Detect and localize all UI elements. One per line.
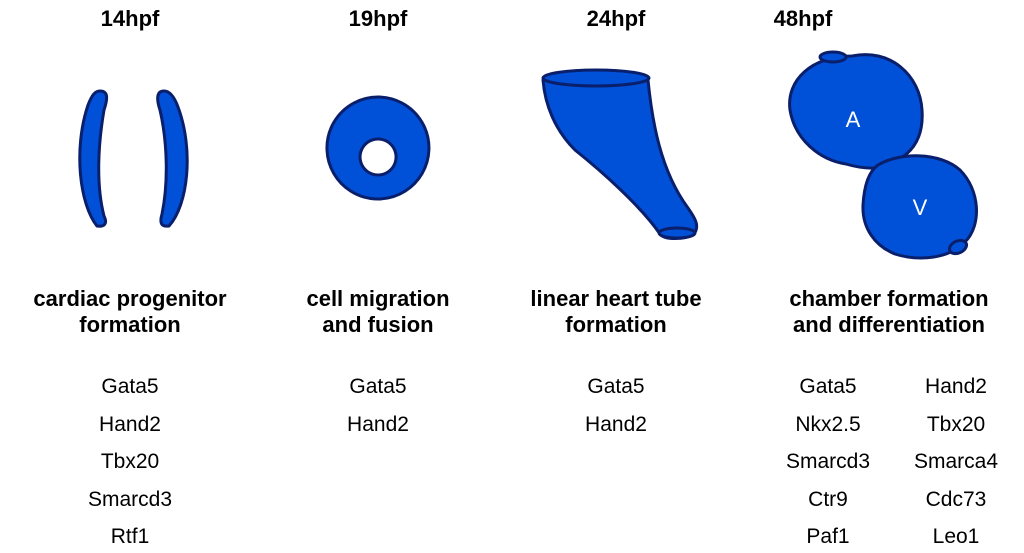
ventricle-chamber xyxy=(861,154,978,260)
gene-name: Tbx20 xyxy=(100,450,160,473)
ventricle-label: V xyxy=(913,195,928,220)
gene-name: Gata5 xyxy=(587,375,645,398)
gene-list-right: Hand2 Tbx20 Smarca4 Cdc73 Leo1 xyxy=(893,368,1019,553)
stage-time: 19hpf xyxy=(348,6,408,31)
stage-title: cell migration and fusion xyxy=(280,286,476,338)
stage-title: chamber formation and differentiation xyxy=(755,286,1023,338)
stage-title-line: linear heart tube xyxy=(530,286,702,311)
stage-title-line: formation xyxy=(79,312,181,337)
gene-name: Smarca4 xyxy=(913,450,999,473)
gene-name: Gata5 xyxy=(101,375,159,398)
stage-time: 24hpf xyxy=(586,6,646,31)
gene-list: Gata5 Hand2 xyxy=(498,368,734,443)
cardiac-disc-ring xyxy=(325,95,431,201)
ventricle-outflow xyxy=(947,238,969,256)
right-progenitor-field xyxy=(156,89,189,228)
gene-name: Gata5 xyxy=(799,375,857,398)
stage-title-line: chamber formation xyxy=(789,286,989,311)
tube-venous-pole xyxy=(541,68,651,88)
stage-24hpf: 24hpf linear heart tube formation Gata5 … xyxy=(498,0,734,553)
gene-list-left: Gata5 Nkx2.5 Smarcd3 Ctr9 Paf1 xyxy=(765,368,891,553)
gene-name: Tbx20 xyxy=(926,412,986,436)
tube-arterial-pole xyxy=(657,226,697,240)
gene-name: Gata5 xyxy=(349,375,407,398)
gene-name: Rtf1 xyxy=(110,525,150,548)
gene-name: Paf1 xyxy=(806,525,850,548)
stage-14hpf: 14hpf cardiac progenitor formation Gata5… xyxy=(0,0,260,553)
left-progenitor-field xyxy=(78,89,109,228)
atrium-chamber xyxy=(788,53,924,170)
stage-title-line: and differentiation xyxy=(793,312,985,337)
stage-title: cardiac progenitor formation xyxy=(0,286,260,338)
stage-title-line: and fusion xyxy=(322,312,434,337)
stage-19hpf: 19hpf cell migration and fusion Gata5 Ha… xyxy=(280,0,476,553)
atrium-inflow xyxy=(818,50,848,64)
gene-name: Ctr9 xyxy=(808,487,848,511)
gene-name: Hand2 xyxy=(585,412,647,436)
stage-time: 48hpf xyxy=(773,6,833,31)
gene-name: Smarcd3 xyxy=(785,450,871,473)
stage-title: linear heart tube formation xyxy=(498,286,734,338)
gene-name: Leo1 xyxy=(932,525,980,548)
stage-title-line: cardiac progenitor xyxy=(33,286,227,311)
gene-list: Gata5 Hand2 xyxy=(280,368,476,443)
gene-name: Nkx2.5 xyxy=(795,412,861,436)
gene-name: Hand2 xyxy=(99,412,161,436)
gene-name: Cdc73 xyxy=(925,487,987,511)
stage-48hpf: 48hpf chamber formation and differentiat… xyxy=(755,0,1023,553)
stage-title-line: cell migration xyxy=(306,286,450,311)
gene-name: Hand2 xyxy=(347,412,409,436)
stage-title-line: formation xyxy=(565,312,667,337)
gene-name: Smarcd3 xyxy=(87,487,173,511)
atrium-label: A xyxy=(846,107,861,132)
stage-time: 14hpf xyxy=(100,6,160,31)
gene-list: Gata5 Hand2 Tbx20 Smarcd3 Rtf1 xyxy=(0,368,260,553)
gene-name: Hand2 xyxy=(925,375,987,398)
